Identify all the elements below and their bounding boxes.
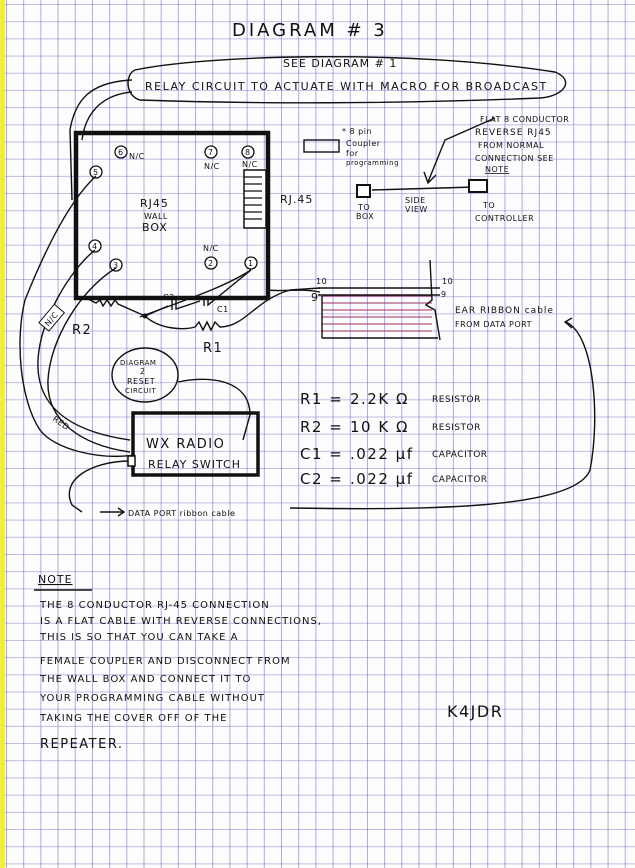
note-line: FEMALE COUPLER AND DISCONNECT FROM <box>40 656 291 667</box>
wx-radio-label: WX RADIO <box>146 437 225 452</box>
pin-8-label: N/C <box>242 160 258 169</box>
part-value: .022 µf <box>350 470 414 488</box>
parts-list: R1 = 2.2K Ω RESISTOR R2 = 10 K Ω RESISTO… <box>300 390 488 488</box>
note-line: THIS IS SO THAT YOU CAN TAKE A <box>39 632 238 643</box>
c2-label: C2 <box>163 293 175 302</box>
part-name: C1 = <box>300 445 343 463</box>
rj45-jack-label: RJ.45 <box>280 193 313 206</box>
part-name: R2 = <box>300 418 343 436</box>
to-box-label: BOX <box>356 212 374 221</box>
cable-note: FLAT 8 CONDUCTOR <box>480 115 569 124</box>
paper-edge <box>0 0 5 868</box>
coupler-label: for <box>346 149 359 158</box>
note-line: REPEATER. <box>40 737 124 752</box>
pin9-right: 9 <box>441 290 447 299</box>
wx-radio-box: WX RADIO RELAY SWITCH DATA PORT ribbon c… <box>68 411 260 518</box>
part-type: CAPACITOR <box>432 450 488 460</box>
pin-1: 1 <box>248 259 254 268</box>
note-section: NOTE THE 8 CONDUCTOR RJ-45 CONNECTION IS… <box>34 573 322 752</box>
diagram-title: DIAGRAM # 3 <box>232 20 388 41</box>
cable-note: CONNECTION SEE <box>475 154 554 163</box>
coupler-label: Coupler <box>346 139 381 148</box>
to-box-label: TO <box>357 203 370 212</box>
flat-cable-side-view: TO BOX SIDE VIEW TO CONTROLLER FLAT 8 CO… <box>356 115 569 223</box>
pin-7-label: N/C <box>204 162 220 171</box>
signature: K4JDR <box>447 702 503 721</box>
coupler-label: programming <box>346 159 399 167</box>
part-value: 2.2K Ω <box>350 390 409 408</box>
coupler-label: * 8 pin <box>342 127 372 136</box>
note-heading: NOTE <box>38 573 73 586</box>
pin9-left: 9 <box>311 291 319 304</box>
side-view-label: SIDE <box>405 196 426 205</box>
cable-note: NOTE <box>485 165 509 174</box>
cable-note: FROM NORMAL <box>478 141 544 150</box>
note-line: YOUR PROGRAMMING CABLE WITHOUT <box>39 693 265 704</box>
pin-4: 4 <box>92 242 98 251</box>
part-name: R1 = <box>300 390 343 408</box>
note-line: THE WALL BOX AND CONNECT IT TO <box>39 674 251 685</box>
r2-label: R2 <box>72 323 92 338</box>
pin10-right: 10 <box>442 277 453 286</box>
r1-label: R1 <box>203 341 223 356</box>
pin-6-label: N/C <box>129 152 145 161</box>
part-value: 10 K Ω <box>350 418 409 436</box>
coupler: * 8 pin Coupler for programming <box>303 127 399 167</box>
wall-box-label-3: BOX <box>142 221 168 234</box>
callout-ref: SEE DIAGRAM # 1 <box>283 57 397 70</box>
note-line: IS A FLAT CABLE WITH REVERSE CONNECTIONS… <box>40 616 322 627</box>
reset-label: 2 <box>140 367 146 376</box>
to-controller-label: TO <box>482 201 495 210</box>
pin10-left: 10 <box>316 277 327 286</box>
note-line: THE 8 CONDUCTOR RJ-45 CONNECTION <box>39 600 270 611</box>
relay-switch-label: RELAY SWITCH <box>148 458 241 471</box>
pin-2: 2 <box>208 259 214 268</box>
ear-ribbon-cable: 10 9 10 9 EAR RIBBON cable FROM DATA POR… <box>289 259 596 510</box>
pin-5: 5 <box>93 168 99 177</box>
wall-box-label-2: WALL <box>144 212 168 221</box>
wall-box-label-1: RJ45 <box>140 197 169 210</box>
part-value: .022 µf <box>350 445 414 463</box>
side-view-label: VIEW <box>405 205 428 214</box>
to-controller-label: CONTROLLER <box>475 214 534 223</box>
reset-label: DIAGRAM <box>120 359 156 367</box>
reset-label: RESET <box>127 377 155 386</box>
reset-label: CIRCUIT <box>125 387 157 395</box>
callout-text: RELAY CIRCUIT TO ACTUATE WITH MACRO FOR … <box>145 80 548 93</box>
part-type: RESISTOR <box>432 395 481 405</box>
red-wire-tag: RED <box>51 414 71 432</box>
ribbon-label: FROM DATA PORT <box>455 320 532 329</box>
pin-8: 8 <box>245 148 251 157</box>
part-type: CAPACITOR <box>432 475 488 485</box>
pin-7: 7 <box>208 148 214 157</box>
data-port-label: DATA PORT ribbon cable <box>128 509 235 518</box>
part-name: C2 = <box>300 470 343 488</box>
pin-6: 6 <box>118 148 124 157</box>
note-line: TAKING THE COVER OFF OF THE <box>39 713 227 724</box>
relay-callout: SEE DIAGRAM # 1 RELAY CIRCUIT TO ACTUATE… <box>69 55 567 201</box>
ribbon-label: EAR RIBBON cable <box>455 306 554 316</box>
cable-note: REVERSE RJ45 <box>475 128 552 138</box>
c1-label: C1 <box>217 305 229 314</box>
pin-2-label: N/C <box>203 244 219 253</box>
rj45-wall-box: RJ45 WALL BOX RJ.45 1 2 N/C 3 4 5 6 N/C … <box>73 130 313 301</box>
pin-3: 3 <box>113 261 119 270</box>
part-type: RESISTOR <box>432 423 481 433</box>
